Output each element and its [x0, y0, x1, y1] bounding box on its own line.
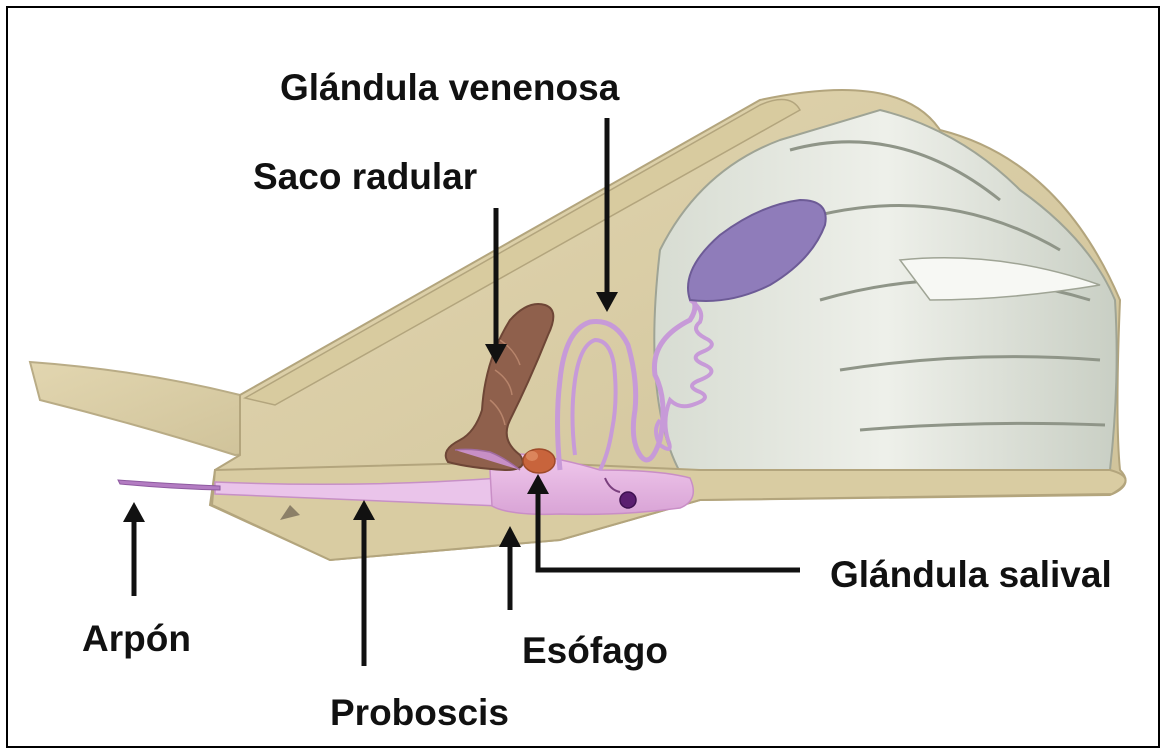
- proboscis-label: Proboscis: [330, 694, 509, 731]
- harpoon: [118, 480, 220, 490]
- harpoon-arrow: [123, 502, 145, 596]
- salivary-gland-lobe: [526, 451, 538, 461]
- harpoon-label: Arpón: [82, 620, 191, 657]
- radular-sac-label: Saco radular: [253, 158, 477, 195]
- venom-gland-label: Glándula venenosa: [280, 69, 619, 106]
- siphon-tube: [30, 362, 270, 455]
- nerve-ring: [620, 492, 636, 508]
- salivary-gland-label: Glándula salival: [830, 556, 1112, 593]
- esophagus-label: Esófago: [522, 632, 668, 669]
